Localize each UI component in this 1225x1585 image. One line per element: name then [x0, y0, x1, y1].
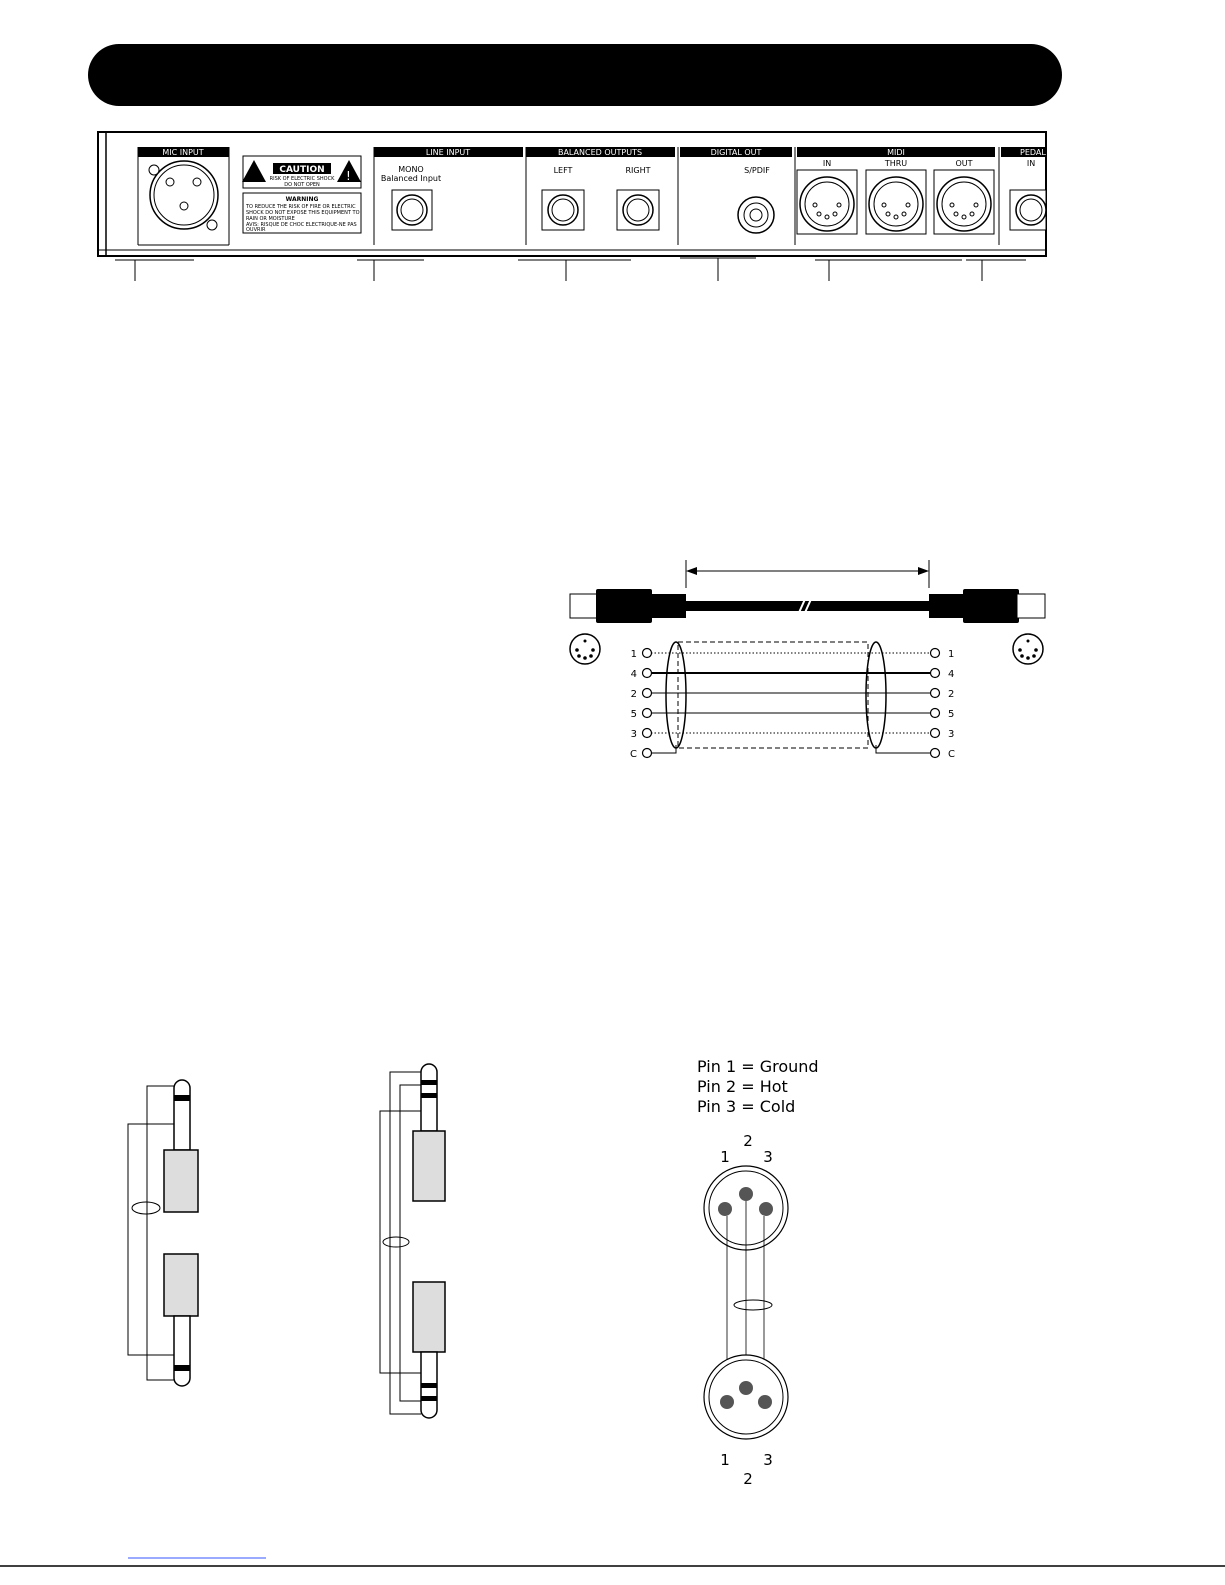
svg-text:C: C — [948, 749, 955, 760]
callout-brackets — [115, 257, 1026, 281]
line-input-jack[interactable] — [391, 189, 433, 231]
mono-jack-cable-diagram — [127, 1079, 199, 1387]
mono-label: MONO — [398, 165, 423, 174]
legend-pin3: Pin 3 = Cold — [697, 1097, 795, 1116]
pedal-section: PEDAL IN — [998, 147, 1047, 245]
midi-title: MIDI — [887, 148, 905, 157]
balanced-outputs-title: BALANCED OUTPUTS — [558, 148, 642, 157]
midi-in-jack[interactable] — [796, 169, 858, 235]
svg-text:4: 4 — [948, 669, 954, 680]
spdif-label: S/PDIF — [744, 166, 770, 175]
line-input-title: LINE INPUT — [426, 148, 470, 157]
svg-text:OUVRIR: OUVRIR — [246, 227, 266, 233]
legend-pin2: Pin 2 = Hot — [697, 1077, 788, 1096]
pedal-in-label: IN — [1027, 159, 1035, 168]
left-output-label: LEFT — [554, 166, 573, 175]
svg-text:5: 5 — [948, 709, 954, 720]
svg-text:3: 3 — [948, 729, 954, 740]
svg-text:1: 1 — [720, 1148, 730, 1166]
svg-text:1: 1 — [720, 1451, 730, 1469]
svg-text:!: ! — [346, 169, 351, 183]
caution-line1: RISK OF ELECTRIC SHOCK — [270, 176, 335, 182]
caution-title: CAUTION — [279, 165, 324, 175]
caution-label: ! CAUTION RISK OF ELECTRIC SHOCK DO NOT … — [242, 155, 362, 189]
legend-pin1: Pin 1 = Ground — [697, 1057, 819, 1076]
balanced-input-label: Balanced Input — [381, 174, 441, 183]
svg-text:3: 3 — [763, 1451, 773, 1469]
svg-text:RAIN OR MOISTURE: RAIN OR MOISTURE — [246, 216, 295, 222]
left-output-jack[interactable] — [541, 189, 585, 231]
svg-text:TO REDUCE THE RISK OF FIRE OR: TO REDUCE THE RISK OF FIRE OR ELECTRIC — [245, 204, 356, 210]
spdif-jack[interactable] — [737, 196, 775, 234]
balanced-outputs-section: BALANCED OUTPUTS LEFT RIGHT — [525, 147, 675, 245]
midi-out-jack[interactable] — [933, 169, 995, 235]
svg-text:1: 1 — [631, 649, 637, 660]
midi-out-label: OUT — [955, 159, 972, 168]
svg-text:2: 2 — [743, 1470, 753, 1488]
warning-title: WARNING — [286, 196, 319, 203]
midi-in-label: IN — [823, 159, 831, 168]
header-banner — [88, 44, 1062, 106]
xlr-jack[interactable] — [148, 160, 219, 231]
svg-text:SHOCK DO NOT EXPOSE THIS EQUIP: SHOCK DO NOT EXPOSE THIS EQUIPMENT TO — [246, 210, 360, 216]
din-connector-right-icon — [1012, 633, 1044, 665]
warning-label: WARNING TO REDUCE THE RISK OF FIRE OR EL… — [242, 192, 362, 234]
digital-out-title: DIGITAL OUT — [711, 148, 762, 157]
pedal-title: PEDAL — [1020, 148, 1046, 157]
svg-text:3: 3 — [763, 1148, 773, 1166]
svg-text:AVIS: RISQUE DE CHOC ELECTRIQU: AVIS: RISQUE DE CHOC ELECTRIQUE-NE PAS — [246, 222, 357, 228]
midi-thru-label: THRU — [884, 159, 907, 168]
mic-input-section: MIC INPUT — [137, 147, 230, 246]
stereo-jack-cable-diagram — [379, 1063, 446, 1419]
din-connector-left-icon — [569, 633, 601, 665]
midi-cable-diagram: 1 4 2 5 3 C 1 4 2 5 3 C — [569, 560, 1046, 760]
svg-text:3: 3 — [631, 729, 637, 740]
svg-text:C: C — [630, 749, 637, 760]
rear-panel: MIC INPUT ! CAUTION RISK OF ELECTRIC SHO… — [97, 131, 1047, 281]
caution-line2: DO NOT OPEN — [284, 182, 320, 188]
line-input-section: LINE INPUT MONO Balanced Input — [373, 147, 523, 245]
svg-text:1: 1 — [948, 649, 954, 660]
right-output-label: RIGHT — [625, 166, 650, 175]
svg-text:4: 4 — [631, 669, 637, 680]
shock-warning-icon — [242, 160, 266, 182]
svg-text:5: 5 — [631, 709, 637, 720]
digital-out-section: DIGITAL OUT S/PDIF — [677, 147, 792, 245]
svg-text:2: 2 — [743, 1132, 753, 1150]
right-output-jack[interactable] — [616, 189, 660, 231]
xlr-cable-diagram: Pin 1 = Ground Pin 2 = Hot Pin 3 = Cold … — [697, 1057, 819, 1488]
svg-text:2: 2 — [631, 689, 637, 700]
mic-input-title: MIC INPUT — [162, 148, 203, 157]
exclamation-warning-icon — [337, 160, 361, 182]
svg-text:2: 2 — [948, 689, 954, 700]
midi-section: MIDI IN THRU OUT — [794, 147, 995, 245]
midi-thru-jack[interactable] — [865, 169, 927, 235]
pedal-in-jack[interactable] — [1009, 189, 1047, 231]
xlr-bottom-connector-icon — [703, 1354, 789, 1440]
